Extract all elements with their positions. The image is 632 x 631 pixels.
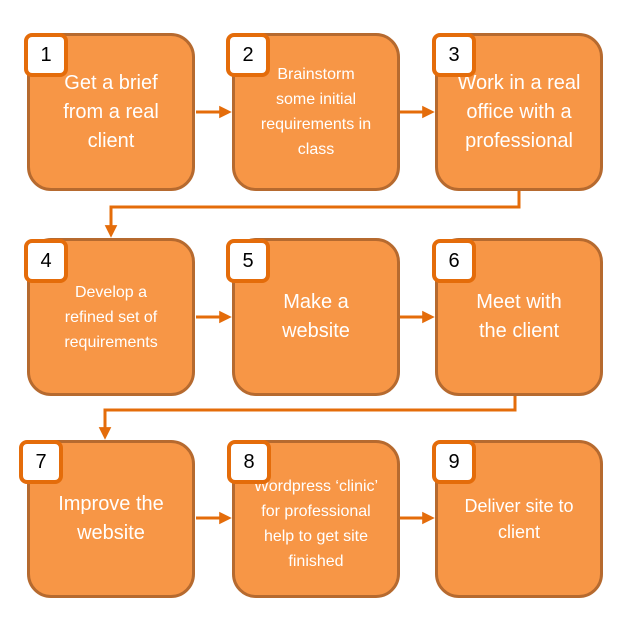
step-6-number-badge: 6 xyxy=(432,239,476,283)
arrow-3-to-4 xyxy=(104,191,521,238)
step-7-text: Improve the website xyxy=(58,493,164,544)
step-3-number-badge: 3 xyxy=(432,33,476,77)
arrow-6-to-7 xyxy=(98,396,517,440)
step-2-number-badge: 2 xyxy=(226,33,270,77)
step-7-number-badge: 7 xyxy=(19,440,63,484)
step-1-number-badge: 1 xyxy=(24,33,68,77)
step-9-text: Deliver site to client xyxy=(464,496,574,542)
step-3-text: Work in a real office with a professiona… xyxy=(457,71,581,152)
step-5-text: Make a website xyxy=(282,291,350,342)
step-4-text: Develop a refined set of requirements xyxy=(64,283,158,351)
step-6-text: Meet with the client xyxy=(476,291,562,342)
step-8-text: Wordpress ‘clinic’ for professional help… xyxy=(253,478,379,570)
step-8-number-badge: 8 xyxy=(227,440,271,484)
step-9-number-badge: 9 xyxy=(432,440,476,484)
step-1-box: Get a brief from a real client xyxy=(27,33,195,191)
step-4-number-badge: 4 xyxy=(24,239,68,283)
step-5-number-badge: 5 xyxy=(226,239,270,283)
step-1-text: Get a brief from a real client xyxy=(63,71,159,152)
step-2-text: Brainstorm some initial requirements in … xyxy=(260,66,372,158)
step-7-box: Improve the website xyxy=(27,440,195,598)
